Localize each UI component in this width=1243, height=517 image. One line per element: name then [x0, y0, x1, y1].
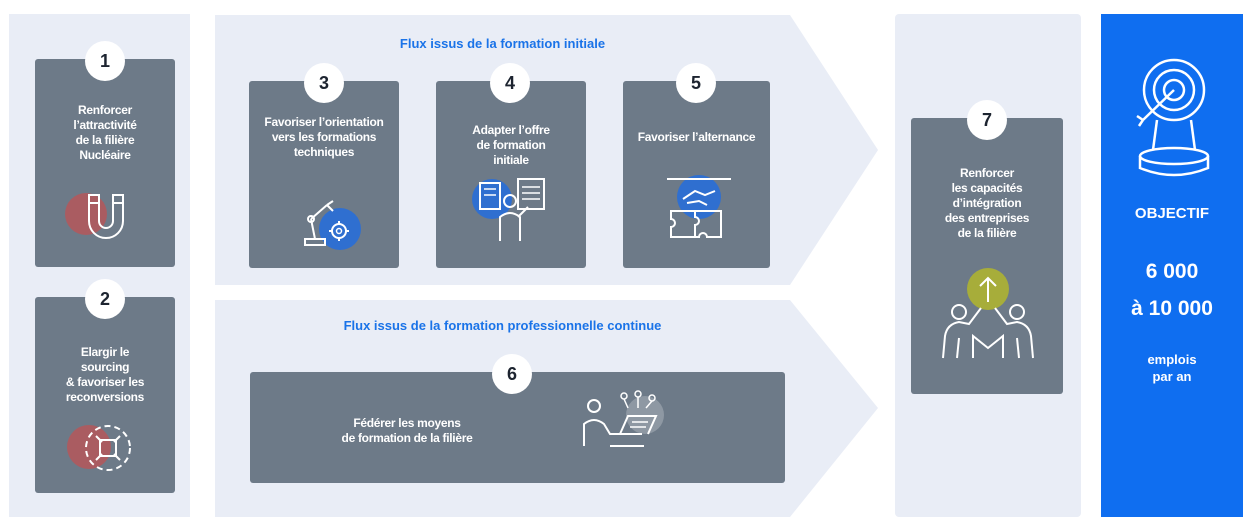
teacher-board-icon	[479, 178, 545, 241]
red-accent	[67, 425, 111, 469]
card-offre[interactable]: Adapter l’offre de formation initiale	[436, 81, 586, 268]
flux-pro-title: Flux issus de la formation professionnel…	[343, 318, 662, 333]
card-orientation[interactable]: Favoriser l’orientation vers les formati…	[249, 81, 399, 268]
robot-arm-gear-icon	[304, 200, 349, 246]
card-label: Adapter l’offre de formation initiale	[472, 123, 550, 167]
flux-initiale-title: Flux issus de la formation initiale	[399, 36, 606, 51]
objective-sub: emplois par an	[1147, 352, 1197, 384]
magnet-icon	[88, 194, 124, 239]
card-alternance[interactable]: Favoriser l’alternance	[623, 81, 770, 268]
card-label: Renforcer l’attractivité de la filière N…	[73, 103, 137, 162]
objective-panel: OBJECTIF 6 000 à 10 000 emplois par an	[1101, 14, 1243, 517]
card-integration[interactable]: Renforcer les capacités d’intégration de…	[911, 118, 1063, 394]
step-number-3: 3	[304, 63, 344, 103]
step-number-2: 2	[85, 279, 125, 319]
step-number-5: 5	[676, 63, 716, 103]
handshake-puzzle-icon	[667, 178, 731, 238]
target-icon	[1136, 58, 1210, 177]
objective-value-1: 6 000	[1145, 260, 1199, 283]
objective-value-2: à 10 000	[1131, 297, 1213, 320]
expand-arrows-icon	[85, 425, 131, 471]
card-label: Fédérer les moyens de formation de la fi…	[341, 416, 473, 445]
step-number-6: 6	[492, 354, 532, 394]
team-growth-icon	[942, 276, 1034, 359]
objective-label: OBJECTIF	[1134, 205, 1210, 222]
card-label: Favoriser l’orientation vers les formati…	[264, 115, 384, 159]
card-label: Favoriser l’alternance	[637, 130, 756, 144]
step-number-4: 4	[490, 63, 530, 103]
card-label: Elargir le sourcing & favoriser les reco…	[65, 345, 145, 404]
step-number-1: 1	[85, 41, 125, 81]
person-laptop-icon	[583, 390, 658, 447]
card-label: Renforcer les capacités d’intégration de…	[944, 166, 1030, 240]
card-sourcing[interactable]: Elargir le sourcing & favoriser les reco…	[35, 297, 175, 493]
step-number-7: 7	[967, 100, 1007, 140]
card-attractivite[interactable]: Renforcer l’attractivité de la filière N…	[35, 59, 175, 267]
